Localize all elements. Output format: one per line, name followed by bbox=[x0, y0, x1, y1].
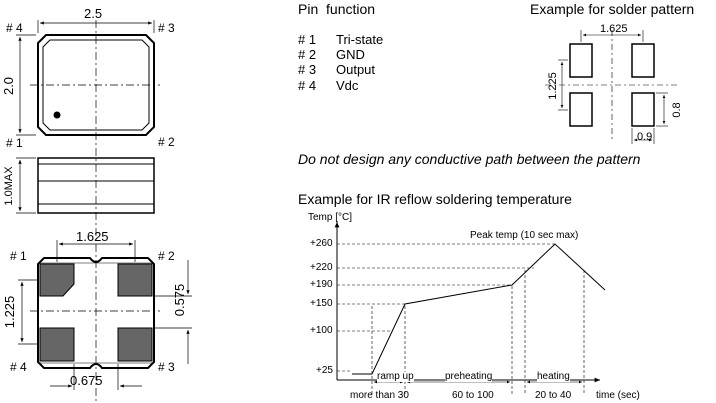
solder-pitch-label: 1.625 bbox=[600, 23, 628, 35]
pin1-label-top: # 1 bbox=[6, 136, 23, 150]
pin-table-pin: # 4 bbox=[298, 78, 317, 93]
reflow-tick-label: +220 bbox=[310, 262, 333, 273]
solder-pad-width-label: 0.9 bbox=[637, 131, 653, 143]
solder-pad-tr bbox=[631, 43, 655, 78]
reflow-peak-label: Peak temp (10 sec max) bbox=[470, 230, 579, 241]
pin-table-header: Pin function bbox=[298, 1, 376, 17]
pin3-label-top: # 3 bbox=[158, 21, 175, 35]
package-side-view bbox=[16, 157, 155, 214]
solder-pad-bl bbox=[569, 92, 593, 127]
reflow-tick-label: +25 bbox=[316, 365, 333, 376]
pad-3 bbox=[117, 327, 153, 362]
pin-table-pin: # 2 bbox=[298, 47, 317, 62]
solder-pad-tl bbox=[569, 43, 593, 78]
duration-ramp-label: more than 30 bbox=[350, 390, 409, 401]
reflow-y-title: Temp [°C] bbox=[308, 212, 353, 223]
pad-gap-label: 0.575 bbox=[172, 284, 187, 317]
reflow-profile-chart bbox=[334, 222, 606, 395]
package-thickness-label: 1.0MAX bbox=[3, 166, 15, 206]
pin-table-func: Tri-state bbox=[336, 32, 384, 47]
pin2-label-bottom: # 2 bbox=[158, 249, 175, 263]
pin-table-func: GND bbox=[336, 47, 365, 62]
zone-heat-label: heating bbox=[537, 371, 570, 382]
pad-offset-label: 0.675 bbox=[70, 373, 103, 388]
pin1-label-bottom: # 1 bbox=[10, 249, 27, 263]
pad-pitch-label: 1.625 bbox=[76, 229, 109, 244]
solder-height-label: 1.225 bbox=[547, 72, 559, 100]
pin1-marker-dot bbox=[53, 111, 61, 119]
solder-pattern-title: Example for solder pattern bbox=[530, 1, 695, 17]
pin4-label-bottom: # 4 bbox=[10, 360, 27, 374]
design-note: Do not design any conductive path betwee… bbox=[298, 151, 641, 167]
reflow-tick-label: +100 bbox=[310, 325, 333, 336]
pad-2 bbox=[117, 263, 153, 297]
reflow-tick-label: +190 bbox=[310, 279, 333, 290]
pad-4 bbox=[39, 327, 75, 362]
pad-1 bbox=[39, 263, 75, 297]
x-unit-label: time (sec) bbox=[596, 390, 640, 401]
zone-ramp-label: ramp up bbox=[377, 371, 414, 382]
reflow-curve bbox=[352, 243, 606, 375]
reflow-tick-label: +260 bbox=[310, 238, 333, 249]
package-width-label: 2.5 bbox=[84, 6, 103, 21]
zone-pre-label: preheating bbox=[445, 371, 493, 382]
solder-pad-size-label: 0.8 bbox=[671, 102, 683, 117]
pin-table-func: Output bbox=[336, 62, 376, 77]
package-height-label: 2.0 bbox=[1, 77, 16, 95]
solder-pad-br bbox=[631, 92, 655, 127]
package-top-view bbox=[16, 20, 160, 403]
pin2-label-top: # 2 bbox=[158, 135, 175, 149]
pin-table-func: Vdc bbox=[336, 78, 359, 93]
pad-height-label: 1.225 bbox=[2, 296, 17, 329]
pin-table-pin: # 1 bbox=[298, 32, 317, 47]
pin4-label-top: # 4 bbox=[6, 21, 23, 35]
pin-table-pin: # 3 bbox=[298, 62, 317, 77]
pin3-label-bottom: # 3 bbox=[158, 360, 175, 374]
solder-pattern-drawing bbox=[545, 30, 680, 144]
package-bottom-view bbox=[18, 240, 192, 390]
reflow-title: Example for IR reflow soldering temperat… bbox=[298, 191, 572, 207]
duration-pre-label: 60 to 100 bbox=[452, 390, 494, 401]
duration-heat-label: 20 to 40 bbox=[535, 390, 572, 401]
reflow-tick-label: +150 bbox=[310, 298, 333, 309]
